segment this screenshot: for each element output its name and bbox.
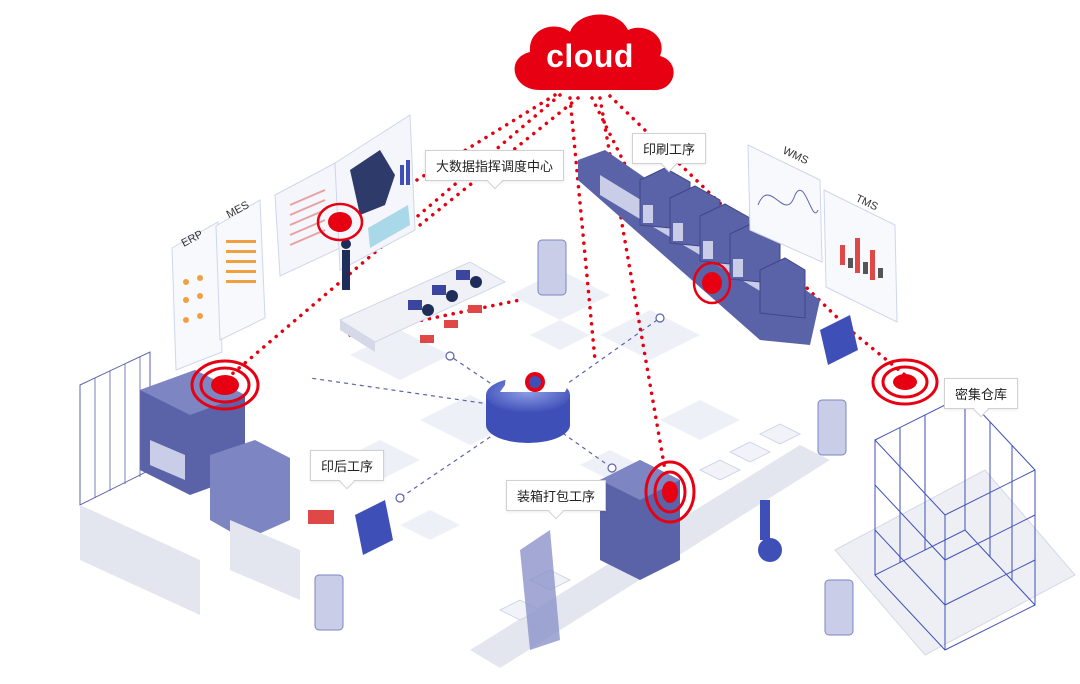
- kiosk-terminals: [308, 315, 858, 555]
- callout-packing: 装箱打包工序: [506, 480, 607, 511]
- callout-post-press: 印后工序: [310, 450, 385, 481]
- mes-screen: [215, 199, 266, 341]
- packing-line: [470, 423, 830, 668]
- hub-logo-icon: [486, 362, 570, 443]
- post-press-machine: [79, 351, 300, 615]
- printing-press: [578, 150, 820, 345]
- network-nodes: [395, 313, 665, 503]
- cloud-label: cloud: [546, 38, 634, 74]
- signal-ring-icon: [190, 202, 939, 524]
- cloud-icon: [514, 14, 674, 91]
- rack-icon: [834, 394, 1076, 656]
- tms-screen: [823, 189, 898, 323]
- callout-command-center: 大数据指挥调度中心: [425, 150, 565, 181]
- wms-screen: [747, 144, 823, 263]
- erp-screen: [171, 221, 223, 371]
- callout-warehouse: 密集仓库: [944, 378, 1019, 409]
- dashboard-screens: [274, 114, 416, 277]
- robot-icon: [314, 239, 854, 636]
- meeting-desk: [338, 239, 507, 352]
- callout-printing: 印刷工序: [632, 133, 707, 164]
